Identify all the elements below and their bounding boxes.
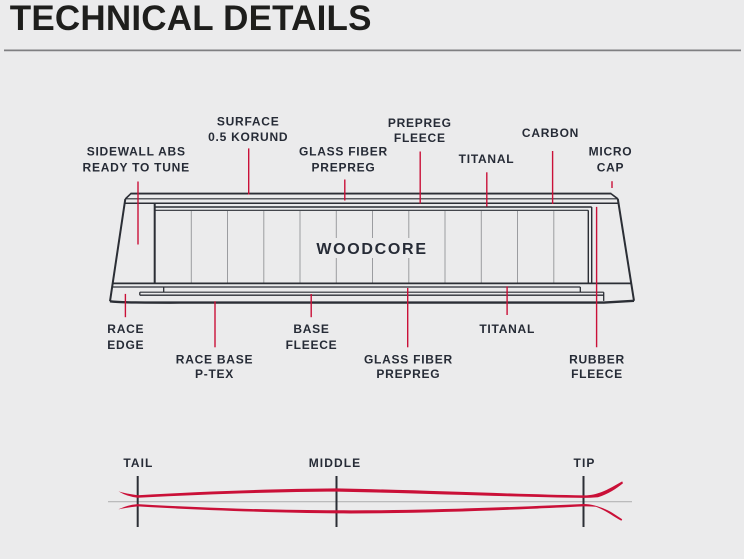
svg-text:PREPREG: PREPREG: [376, 367, 440, 381]
svg-text:TIP: TIP: [574, 456, 596, 470]
svg-text:TAIL: TAIL: [123, 456, 153, 470]
svg-text:TITANAL: TITANAL: [459, 152, 515, 166]
svg-text:0.5 KORUND: 0.5 KORUND: [208, 130, 288, 144]
svg-text:EDGE: EDGE: [107, 338, 144, 352]
svg-text:PREPREG: PREPREG: [388, 116, 452, 130]
svg-text:GLASS FIBER: GLASS FIBER: [299, 145, 388, 159]
svg-text:TITANAL: TITANAL: [479, 322, 535, 336]
svg-text:FLEECE: FLEECE: [571, 367, 623, 381]
svg-text:WOODCORE: WOODCORE: [316, 241, 427, 258]
svg-text:RACE: RACE: [107, 322, 144, 336]
svg-text:MICRO: MICRO: [589, 145, 633, 159]
svg-text:RUBBER: RUBBER: [569, 353, 625, 367]
svg-text:SURFACE: SURFACE: [217, 115, 280, 129]
svg-text:MIDDLE: MIDDLE: [309, 456, 362, 470]
svg-text:CARBON: CARBON: [522, 126, 579, 140]
svg-text:READY TO TUNE: READY TO TUNE: [83, 161, 190, 175]
svg-text:RACE BASE: RACE BASE: [176, 353, 253, 367]
svg-text:SIDEWALL ABS: SIDEWALL ABS: [87, 145, 186, 159]
svg-text:BASE: BASE: [293, 322, 329, 336]
svg-text:PREPREG: PREPREG: [312, 161, 376, 175]
svg-text:FLEECE: FLEECE: [286, 338, 338, 352]
svg-text:TECHNICAL DETAILS: TECHNICAL DETAILS: [10, 0, 372, 38]
svg-text:CAP: CAP: [597, 161, 625, 175]
svg-text:FLEECE: FLEECE: [394, 131, 446, 145]
svg-text:GLASS FIBER: GLASS FIBER: [364, 353, 453, 367]
svg-text:P-TEX: P-TEX: [195, 367, 234, 381]
